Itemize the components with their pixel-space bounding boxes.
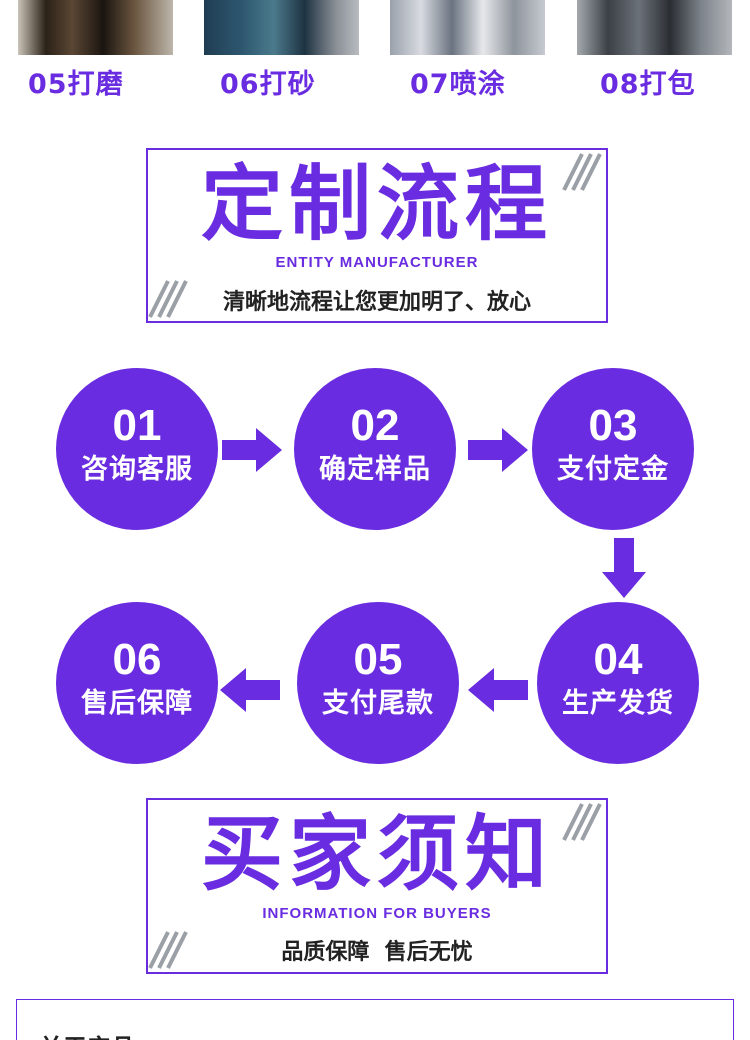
flow-step-4: 04 生产发货 [537,602,699,764]
buyer-notice-banner: 买家须知 INFORMATION FOR BUYERS 品质保障 售后无忧 [146,798,608,974]
step-label-spraying: 07喷涂 [410,69,506,100]
flow-step-text: 售后保障 [81,688,193,719]
photo-spraying [390,0,545,55]
arrow-down-icon [602,538,646,598]
step-label-packing: 08打包 [600,69,696,100]
photo-grinding [18,0,173,55]
hatch-decoration-icon [562,153,602,191]
photo-packing [577,0,732,55]
custom-flow-subtitle-cn: 清晰地流程让您更加明了、放心 [222,290,531,315]
arrow-right-icon [222,428,282,472]
about-product-title: 关于产品 [39,1028,135,1040]
flow-step-number: 05 [353,635,403,684]
flow-step-number: 01 [112,401,162,450]
step-label-sandblasting: 06打砂 [220,69,316,100]
hatch-decoration-icon [148,931,188,969]
flow-step-text: 生产发货 [562,688,674,719]
flow-step-number: 06 [112,635,162,684]
hatch-decoration-icon [148,280,188,318]
flow-step-text: 咨询客服 [81,454,193,485]
arrow-left-icon [468,668,528,712]
flow-step-text: 支付定金 [557,454,669,485]
custom-flow-banner: 定制流程 ENTITY MANUFACTURER 清晰地流程让您更加明了、放心 [146,148,608,323]
custom-flow-title: 定制流程 [200,157,553,252]
flow-step-3: 03 支付定金 [532,368,694,530]
flow-step-1: 01 咨询客服 [56,368,218,530]
flow-step-number: 02 [350,401,400,450]
buyer-notice-subtitle-en: INFORMATION FOR BUYERS [262,905,492,922]
flow-step-number: 04 [593,635,643,684]
photo-sandblasting [204,0,359,55]
flow-step-2: 02 确定样品 [294,368,456,530]
flow-step-5: 05 支付尾款 [297,602,459,764]
buyer-notice-title: 买家须知 [200,807,553,902]
flow-step-6: 06 售后保障 [56,602,218,764]
hatch-decoration-icon [562,803,602,841]
buyer-notice-subtitle-cn: 品质保障 售后无忧 [281,940,473,965]
flow-step-text: 确定样品 [319,454,431,485]
step-label-grinding: 05打磨 [28,69,124,100]
about-product-box: 关于产品 [16,999,734,1040]
flow-step-number: 03 [588,401,638,450]
arrow-left-icon [220,668,280,712]
arrow-right-icon [468,428,528,472]
custom-flow-subtitle-en: ENTITY MANUFACTURER [275,254,479,271]
flow-step-text: 支付尾款 [322,688,434,719]
